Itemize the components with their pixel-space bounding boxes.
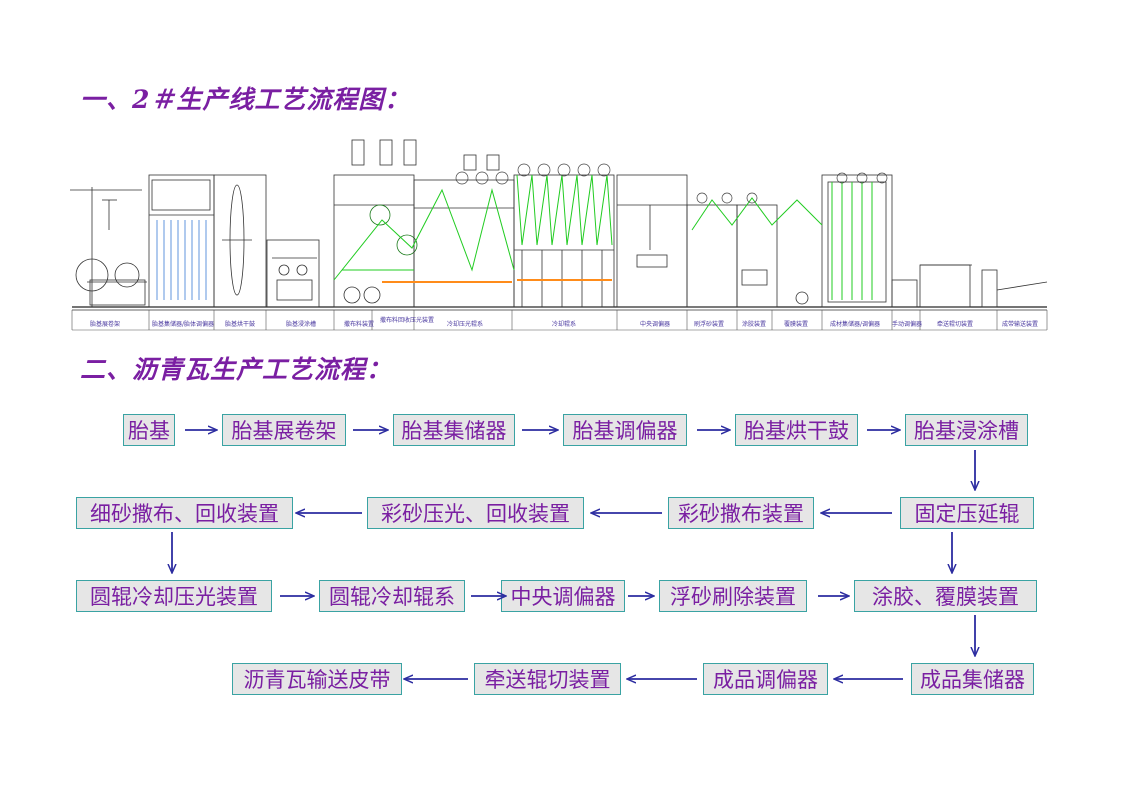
equipment-label: 手动调偏器 xyxy=(892,320,922,328)
equipment-label: 成带输送装置 xyxy=(1002,320,1038,328)
flow-step-12: 圆辊冷却辊系 xyxy=(319,580,465,612)
flow-step-4: 胎基调偏器 xyxy=(563,414,687,446)
diagram-heading-line: 一、2＃生产线工艺流程图： xyxy=(80,85,411,114)
flow-step-7: 固定压延辊 xyxy=(900,497,1034,529)
web-path xyxy=(333,174,873,300)
flow-step-9: 彩砂压光、回收装置 xyxy=(367,497,584,529)
flow-step-18: 牵送辊切装置 xyxy=(474,663,621,695)
flow-step-15: 涂胶、覆膜装置 xyxy=(854,580,1037,612)
equipment-label: 中央调偏器 xyxy=(640,320,670,328)
flow-step-1: 胎基 xyxy=(123,414,175,446)
flow-step-6: 胎基浸涂槽 xyxy=(905,414,1028,446)
equipment-label: 覆膜装置 xyxy=(784,320,808,328)
equipment-label: 冷却辊系 xyxy=(552,320,576,328)
section-dividers xyxy=(71,310,1048,331)
equipment-label: 胎基展卷架 xyxy=(90,320,120,328)
heated-roller-line xyxy=(382,279,612,283)
equipment-label: 胎基浸涂槽 xyxy=(286,320,316,328)
equipment-label: 胎基集储器/胎体调偏器 xyxy=(152,320,214,328)
machine-frames xyxy=(70,139,1048,311)
flow-step-19: 沥青瓦输送皮带 xyxy=(232,663,402,695)
equipment-label: 涂胶装置 xyxy=(742,320,766,328)
flow-step-10: 细砂撒布、回收装置 xyxy=(76,497,293,529)
flow-step-11: 圆辊冷却压光装置 xyxy=(76,580,272,612)
production-line-schematic: 胎基展卷架 胎基集储器/胎体调偏器 胎基烘干鼓 胎基浸涂槽 撒布料装置 撒布料回… xyxy=(70,139,1048,331)
flow-step-13: 中央调偏器 xyxy=(501,580,625,612)
equipment-label: 刷浮砂装置 xyxy=(694,320,724,328)
flow-step-16: 成品集储器 xyxy=(911,663,1034,695)
equipment-label: 撒布料回收压光装置 xyxy=(380,316,434,324)
flow-step-14: 浮砂刷除装置 xyxy=(659,580,807,612)
equipment-label: 冷却压光辊系 xyxy=(447,320,483,328)
flow-step-2: 胎基展卷架 xyxy=(222,414,346,446)
flow-step-8: 彩砂撒布装置 xyxy=(668,497,814,529)
equipment-label: 胎基烘干鼓 xyxy=(225,320,255,328)
top-rollers xyxy=(455,163,888,204)
equipment-label: 撒布料装置 xyxy=(344,320,374,328)
equipment-label: 成材集储器/调偏器 xyxy=(830,320,880,328)
equipment-label: 牵送辊切装置 xyxy=(937,320,973,328)
diagram-heading-flow: 二、沥青瓦生产工艺流程： xyxy=(80,355,393,384)
flow-step-3: 胎基集储器 xyxy=(393,414,515,446)
flow-step-17: 成品调偏器 xyxy=(703,663,828,695)
flow-step-5: 胎基烘干鼓 xyxy=(735,414,858,446)
